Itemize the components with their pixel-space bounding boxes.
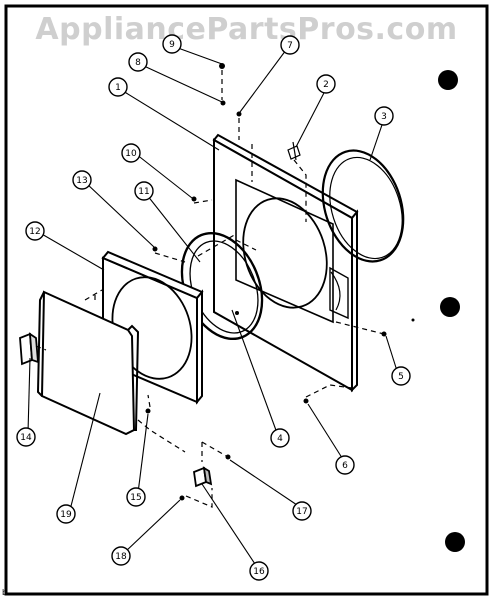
callout-label-1: 1 [115, 83, 121, 93]
callout-label-8: 8 [135, 58, 141, 68]
watermark: AppliancePartsPros.com [35, 12, 458, 47]
callout-19: 19 [56, 504, 76, 524]
assembly-lines [35, 70, 385, 508]
callout-16: 16 [249, 561, 269, 581]
part-door-panel [36, 290, 140, 436]
callout-9: 9 [162, 34, 182, 54]
callout-6: 6 [335, 455, 355, 475]
callout-label-9: 9 [169, 40, 175, 50]
callout-label-17: 17 [296, 507, 307, 517]
leader-lines [27, 47, 399, 568]
callout-14: 14 [16, 427, 36, 447]
corner-mark: b [2, 588, 8, 597]
part-window-ring [321, 149, 405, 263]
callout-label-18: 18 [115, 552, 127, 562]
callout-15: 15 [126, 487, 146, 507]
callout-5: 5 [391, 366, 411, 386]
callout-label-19: 19 [60, 510, 72, 520]
callout-label-15: 15 [130, 493, 141, 503]
part-clip [287, 141, 301, 161]
callout-7: 7 [280, 35, 300, 55]
diagram-border [4, 4, 489, 596]
part-front-panel [212, 133, 359, 393]
screw-15 [145, 408, 151, 414]
callout-label-4: 4 [277, 434, 283, 444]
callout-label-13: 13 [76, 176, 87, 186]
callout-8: 8 [128, 52, 148, 72]
stray-dot [411, 318, 415, 322]
callout-13: 13 [72, 170, 92, 190]
callouts: 1 2 3 4 5 6 7 [16, 34, 411, 581]
callout-label-12: 12 [29, 227, 40, 237]
callout-label-11: 11 [138, 187, 149, 197]
callout-2: 2 [316, 74, 336, 94]
screw-18 [179, 495, 185, 501]
callout-label-7: 7 [287, 41, 293, 51]
registration-dot [438, 70, 458, 90]
callout-label-6: 6 [342, 461, 348, 471]
part-small-bracket [193, 466, 213, 488]
callout-11: 11 [134, 181, 154, 201]
callout-label-16: 16 [253, 567, 265, 577]
callout-10: 10 [121, 143, 141, 163]
callout-label-3: 3 [381, 112, 387, 122]
callout-12: 12 [25, 221, 45, 241]
callout-label-2: 2 [323, 80, 329, 90]
callout-label-10: 10 [125, 149, 137, 159]
callout-1: 1 [108, 77, 128, 97]
registration-dot [445, 532, 465, 552]
registration-dot [440, 297, 460, 317]
screw-4 [235, 311, 239, 315]
callout-4: 4 [270, 428, 290, 448]
screw-10 [191, 196, 197, 202]
callout-3: 3 [374, 106, 394, 126]
part-latch [19, 332, 40, 366]
callout-label-5: 5 [398, 372, 404, 382]
screw-6 [303, 398, 309, 404]
callout-17: 17 [292, 501, 312, 521]
screw-9 [219, 63, 225, 69]
screw-13 [152, 246, 158, 252]
callout-18: 18 [111, 546, 131, 566]
screw-7 [236, 111, 242, 117]
callout-label-14: 14 [20, 433, 32, 443]
